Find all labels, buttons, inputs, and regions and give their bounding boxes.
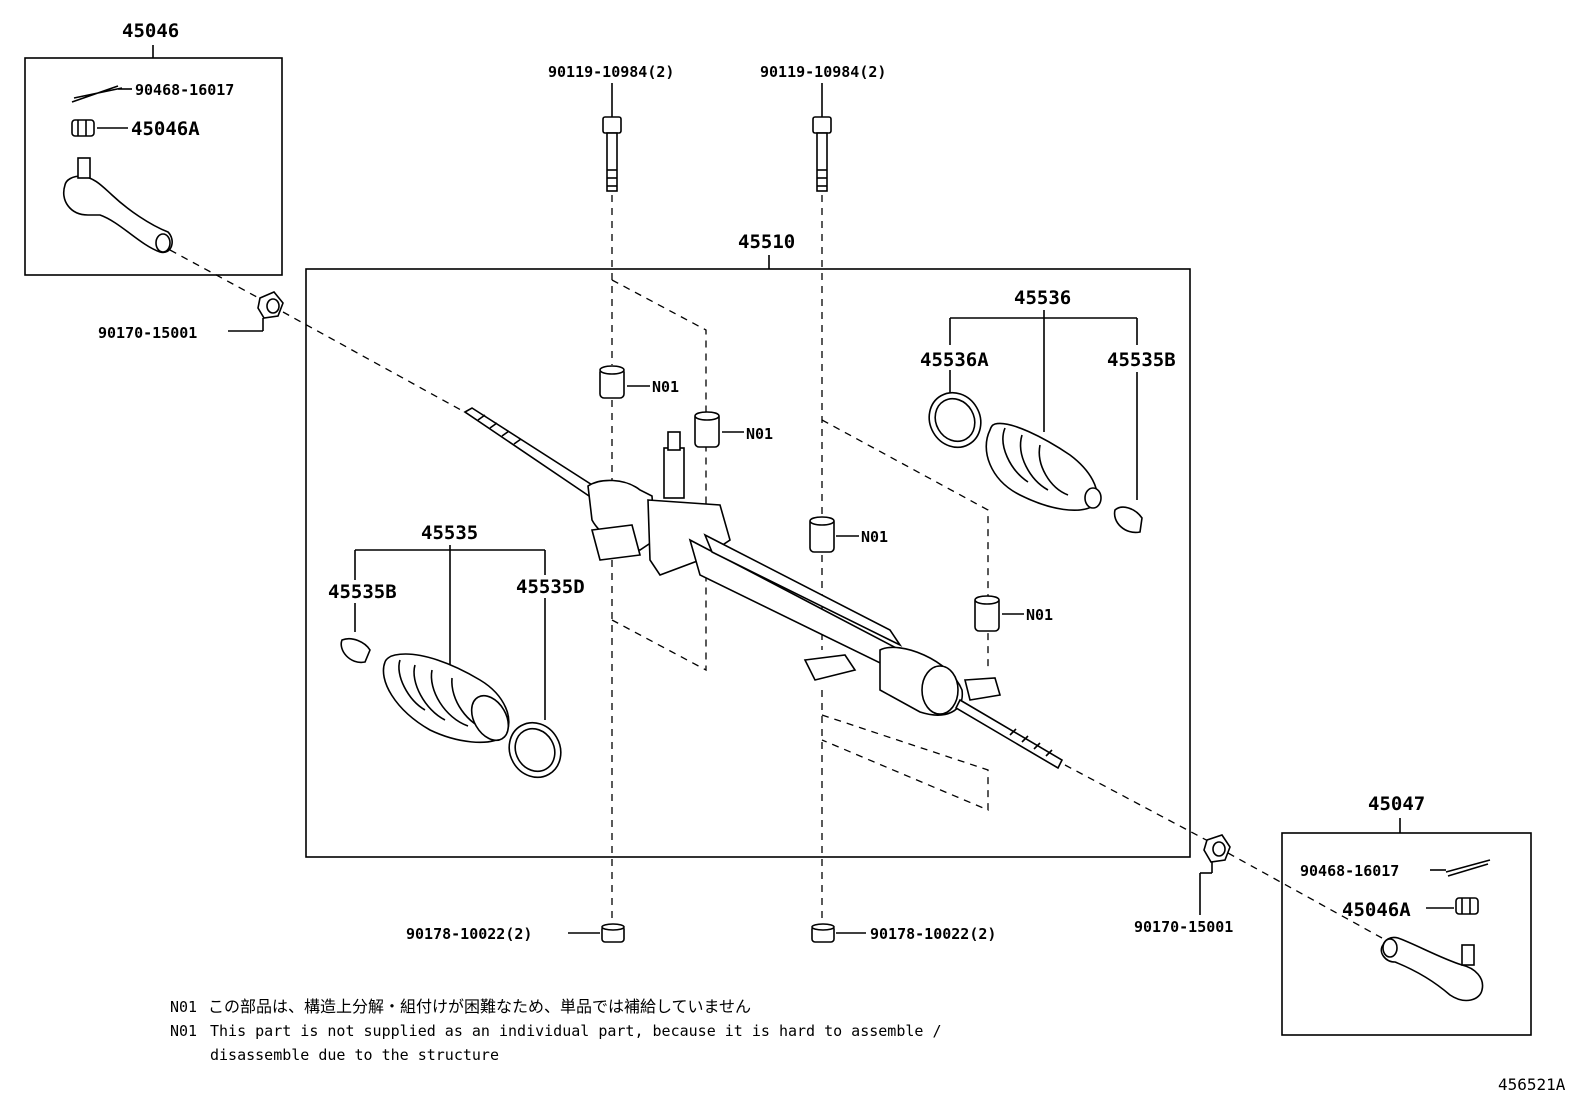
note-japanese: この部品は、構造上分解・組付けが困難なため、単品では補給していません [208,997,751,1016]
label-cotter-pin-left: 90468-16017 [135,81,234,99]
boot-right [985,422,1102,511]
tie-rod-end-left [63,157,173,254]
label-45046: 45046 [122,20,179,42]
label-bushing-2: N01 [746,425,773,443]
label-bolt-left: 90119-10984(2) [548,63,674,81]
boot-clamp-right [1113,506,1143,534]
label-lock-nut-right: 90170-15001 [1134,918,1233,936]
bushing-1 [599,365,625,399]
label-boot-clip-right: 45536A [920,349,989,371]
label-boot-set-right: 45536 [1014,287,1071,309]
cotter-pin-left [71,85,123,103]
note-english-1: This part is not supplied as an individu… [210,1022,942,1040]
bushing-2 [694,411,720,448]
label-boot-clamp-left: 45535B [328,581,397,603]
boot-clip-right [928,391,982,449]
label-lock-nut-left: 90170-15001 [98,324,197,342]
label-nut-bottom-left: 90178-10022(2) [406,925,532,943]
assembly-guide-lines [169,195,1383,939]
label-45047: 45047 [1368,793,1425,815]
lock-nut-left [257,291,284,319]
label-nut-right: 45046A [1342,899,1411,921]
castle-nut-right [1455,897,1479,915]
boot-clip-left [508,721,562,779]
bushing-3 [809,516,835,553]
nut-bottom-left [601,923,625,943]
note-code-2: N01 [170,1022,197,1040]
tie-end-right-frame [1281,832,1532,1036]
illustration-number: 456521A [1498,1075,1566,1094]
note-code-1: N01 [170,998,197,1016]
label-bushing-1: N01 [652,378,679,396]
label-bolt-right: 90119-10984(2) [760,63,886,81]
label-nut-bottom-right: 90178-10022(2) [870,925,996,943]
label-cotter-pin-right: 90468-16017 [1300,862,1399,880]
steering-rack [463,407,1064,770]
lock-nut-right [1203,834,1231,863]
bolt-right [812,116,832,192]
label-bushing-3: N01 [861,528,888,546]
bushing-4 [974,595,1000,632]
castle-nut-left [71,119,95,137]
boot-left [382,653,510,744]
cotter-pin-right [1445,859,1491,877]
label-boot-set-left: 45535 [421,522,478,544]
bolt-left [602,116,622,192]
label-gear-assy: 45510 [738,231,795,253]
label-nut-left: 45046A [131,118,200,140]
nut-bottom-right [811,923,835,943]
gear-assembly-frame [305,268,1191,858]
label-bushing-4: N01 [1026,606,1053,624]
note-english-2: disassemble due to the structure [210,1046,499,1064]
tie-rod-end-right [1380,936,1484,1002]
label-boot-clamp-right: 45535B [1107,349,1176,371]
label-boot-clip-left: 45535D [516,576,585,598]
boot-clamp-left [340,637,371,664]
